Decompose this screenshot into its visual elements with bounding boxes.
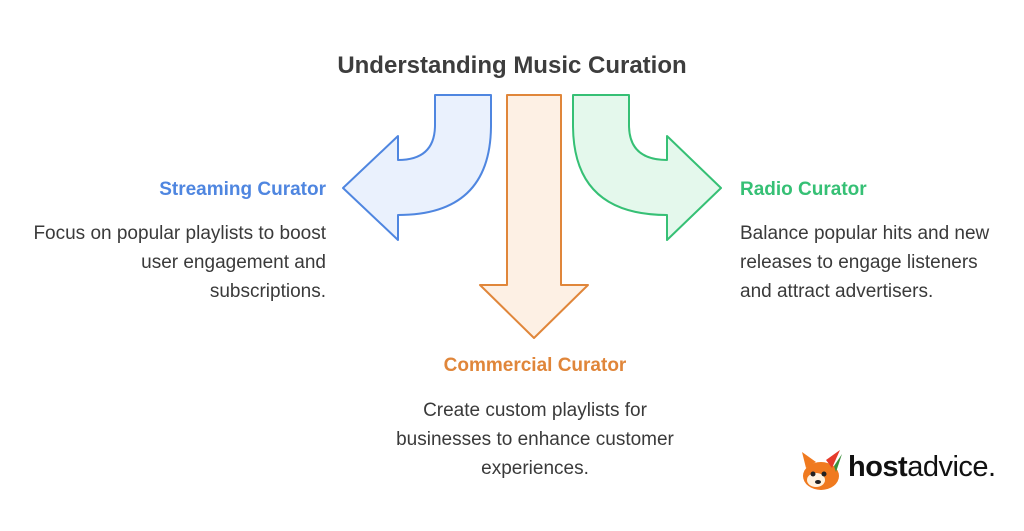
logo-regular-part: advice. bbox=[907, 451, 996, 483]
radio-curator-heading: Radio Curator bbox=[740, 179, 867, 200]
hostadvice-logo-text: hostadvice. bbox=[848, 451, 996, 484]
diagram-title: Understanding Music Curation bbox=[337, 52, 687, 79]
streaming-curator-description: Focus on popular playlists to boost user… bbox=[33, 223, 326, 302]
radio-curator-description: Balance popular hits and new releases to… bbox=[740, 223, 990, 302]
commercial-curator-description: Create custom playlists for businesses t… bbox=[396, 400, 674, 479]
streaming-arrow bbox=[342, 94, 492, 241]
fox-mascot-icon bbox=[802, 450, 842, 490]
radio-arrow bbox=[572, 94, 722, 241]
logo-bold-part: host bbox=[848, 451, 908, 483]
commercial-curator-heading: Commercial Curator bbox=[443, 355, 627, 376]
streaming-curator-heading: Streaming Curator bbox=[159, 179, 326, 200]
commercial-arrow bbox=[479, 94, 589, 339]
